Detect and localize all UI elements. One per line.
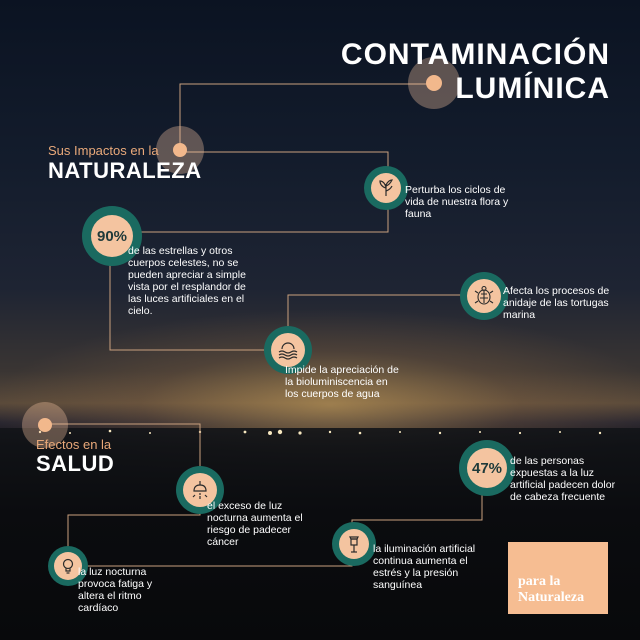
salud-glow-dot — [22, 402, 68, 448]
water-waves-icon — [278, 342, 298, 360]
title-line-1: CONTAMINACIÓN — [340, 38, 610, 71]
plant-badge — [364, 166, 408, 210]
percent-badge-90: 90% — [82, 206, 142, 266]
salud-item-fatigue-text: la luz nocturna provoca fatiga y altera … — [78, 566, 153, 614]
title-line-2: LUMÍNICA — [455, 72, 610, 105]
bulb-icon — [62, 558, 74, 574]
title-glow-dot — [408, 57, 460, 109]
lamp-icon — [192, 481, 208, 499]
logo-line-2: Naturaleza — [518, 590, 585, 605]
naturaleza-glow-dot — [156, 126, 204, 174]
percent-badge-47: 47% — [459, 440, 515, 496]
naturaleza-item-bioluminescence-text: Impide la apreciación de la bioluminisce… — [285, 364, 399, 400]
turtle-icon — [474, 285, 494, 305]
naturaleza-item-flora-text: Perturba los ciclos de vida de nuestra f… — [405, 184, 509, 220]
salud-item-stress-text: la iluminación artificial continua aumen… — [373, 543, 476, 591]
naturaleza-item-stars-text: de las estrellas y otros cuerpos celeste… — [128, 245, 246, 317]
turtle-badge — [460, 272, 508, 320]
water-badge — [264, 326, 312, 374]
bulb-badge — [48, 546, 88, 586]
salud-item-cancer-text: el exceso de luz nocturna aumenta el rie… — [207, 500, 303, 548]
plant-icon — [379, 179, 393, 196]
logo-line-1: para la — [518, 574, 561, 589]
city-lights — [38, 429, 602, 435]
naturaleza-heading: NATURALEZA — [48, 158, 202, 183]
naturaleza-subtitle: Sus Impactos en la — [48, 143, 159, 158]
percent-value-47: 47% — [471, 459, 503, 477]
street-lamp-icon — [349, 536, 359, 553]
salud-subtitle: Efectos en la — [36, 437, 112, 452]
salud-item-headache-text: de las personas expuestas a la luz artif… — [510, 455, 616, 503]
salud-heading: SALUD — [36, 451, 115, 476]
lamp-badge — [176, 466, 224, 514]
street-lamp-badge — [332, 522, 376, 566]
para-la-naturaleza-logo: para la Naturaleza — [508, 542, 608, 614]
naturaleza-item-turtles-text: Afecta los procesos de anidaje de las to… — [503, 285, 610, 321]
percent-value-90: 90% — [96, 227, 128, 245]
